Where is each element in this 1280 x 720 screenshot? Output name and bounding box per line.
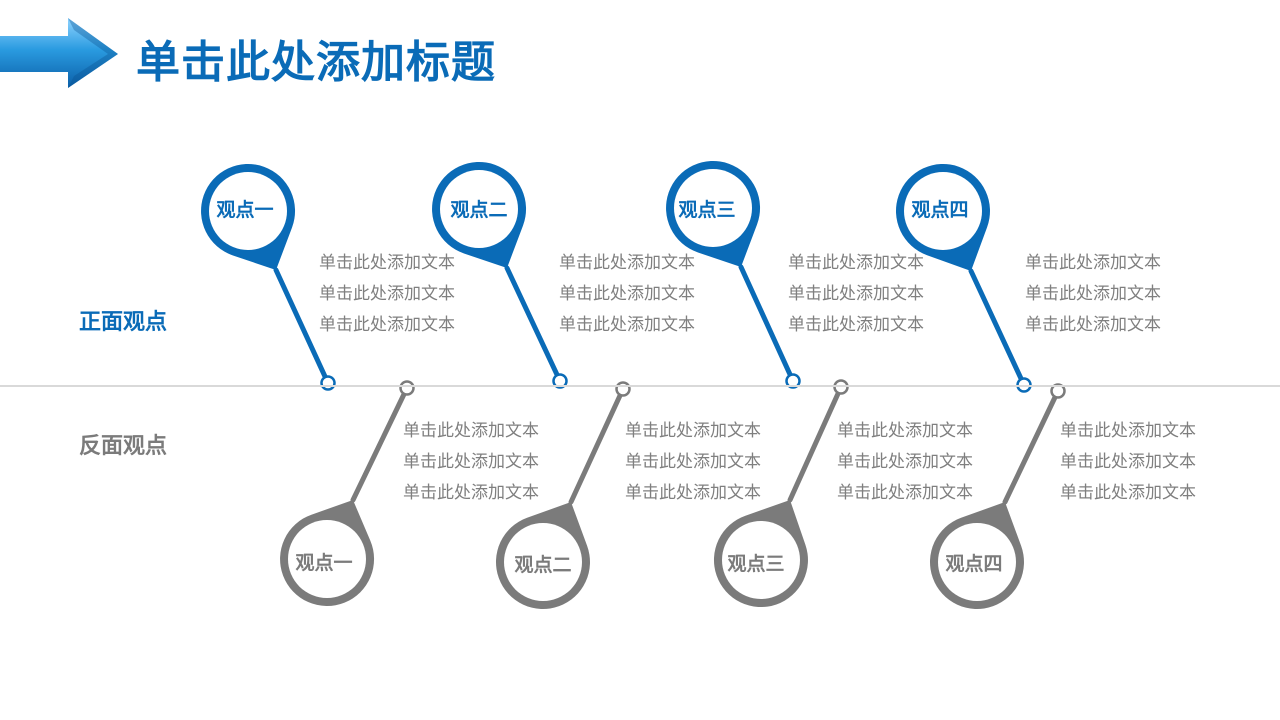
pin-end-dot [552, 373, 568, 389]
top-text-group-1[interactable]: 单击此处添加文本 单击此处添加文本 单击此处添加文本 [319, 248, 455, 341]
text-line: 单击此处添加文本 [788, 284, 924, 304]
pin-stem [1002, 388, 1061, 505]
pin-stem [568, 386, 626, 505]
text-line: 单击此处添加文本 [1025, 315, 1161, 335]
pin-stem [504, 265, 563, 384]
pin-inner [722, 521, 800, 599]
text-line: 单击此处添加文本 [1025, 284, 1161, 304]
timeline-axis [0, 385, 1280, 387]
pin-inner [938, 523, 1016, 601]
page-title[interactable]: 单击此处添加标题 [136, 37, 496, 88]
text-line: 单击此处添加文本 [1060, 452, 1196, 472]
top-pin-label-1: 观点一 [216, 199, 274, 221]
top-pin-label-2: 观点二 [450, 199, 508, 221]
pin-end-dot [1050, 383, 1066, 399]
top-pin-1 [201, 163, 336, 391]
pin-stem [273, 267, 331, 386]
top-text-group-2[interactable]: 单击此处添加文本 单击此处添加文本 单击此处添加文本 [559, 248, 695, 341]
negative-side-label: 反面观点 [79, 434, 168, 459]
text-line: 单击此处添加文本 [837, 483, 973, 503]
top-pin-label-3: 观点三 [678, 199, 736, 221]
text-line: 单击此处添加文本 [559, 315, 695, 335]
bottom-pin-1 [280, 380, 415, 607]
top-pin-label-4: 观点四 [911, 199, 969, 221]
text-line: 单击此处添加文本 [625, 452, 761, 472]
top-pin-3 [666, 160, 801, 389]
text-line: 单击此处添加文本 [625, 483, 761, 503]
text-line: 单击此处添加文本 [559, 284, 695, 304]
pin-stem [968, 268, 1027, 388]
bottom-text-group-2[interactable]: 单击此处添加文本 单击此处添加文本 单击此处添加文本 [625, 416, 761, 509]
text-line: 单击此处添加文本 [403, 483, 539, 503]
pin-end-dot [785, 373, 801, 389]
bottom-text-group-4[interactable]: 单击此处添加文本 单击此处添加文本 单击此处添加文本 [1060, 416, 1196, 509]
text-line: 单击此处添加文本 [403, 421, 539, 441]
positive-side-label: 正面观点 [79, 310, 168, 335]
bottom-pin-label-2: 观点二 [514, 554, 572, 576]
text-line: 单击此处添加文本 [625, 421, 761, 441]
text-line: 单击此处添加文本 [319, 284, 455, 304]
pin-end-dot [833, 379, 849, 395]
text-line: 单击此处添加文本 [1025, 253, 1161, 273]
pin-end-dot [320, 375, 336, 391]
text-line: 单击此处添加文本 [1060, 483, 1196, 503]
text-line: 单击此处添加文本 [403, 452, 539, 472]
pin-inner [674, 169, 752, 247]
text-line: 单击此处添加文本 [837, 421, 973, 441]
text-line: 单击此处添加文本 [319, 253, 455, 273]
pin-inner [440, 170, 518, 248]
pin-stem [787, 384, 844, 503]
bottom-text-group-3[interactable]: 单击此处添加文本 单击此处添加文本 单击此处添加文本 [837, 416, 973, 509]
bottom-pin-3 [713, 379, 849, 608]
text-line: 单击此处添加文本 [788, 315, 924, 335]
text-line: 单击此处添加文本 [788, 253, 924, 273]
pin-inner [288, 520, 366, 598]
top-pin-2 [432, 161, 568, 389]
text-line: 单击此处添加文本 [1060, 421, 1196, 441]
arrow-icon [0, 18, 118, 88]
bottom-pin-label-3: 观点三 [727, 553, 785, 575]
text-line: 单击此处添加文本 [837, 452, 973, 472]
top-pin-4 [895, 163, 1032, 393]
pin-stem [350, 385, 410, 503]
bottom-text-group-1[interactable]: 单击此处添加文本 单击此处添加文本 单击此处添加文本 [403, 416, 539, 509]
pin-end-dot [399, 380, 415, 396]
bottom-pin-2 [495, 381, 631, 610]
pin-inner [904, 172, 982, 250]
top-text-group-3[interactable]: 单击此处添加文本 单击此处添加文本 单击此处添加文本 [788, 248, 924, 341]
pin-inner [209, 172, 287, 250]
pin-inner [504, 523, 582, 601]
bottom-pin-4 [929, 383, 1066, 610]
bottom-pin-label-1: 观点一 [295, 552, 353, 574]
top-text-group-4[interactable]: 单击此处添加文本 单击此处添加文本 单击此处添加文本 [1025, 248, 1161, 341]
bottom-pin-label-4: 观点四 [945, 553, 1003, 575]
text-line: 单击此处添加文本 [559, 253, 695, 273]
pin-stem [738, 264, 796, 384]
text-line: 单击此处添加文本 [319, 315, 455, 335]
